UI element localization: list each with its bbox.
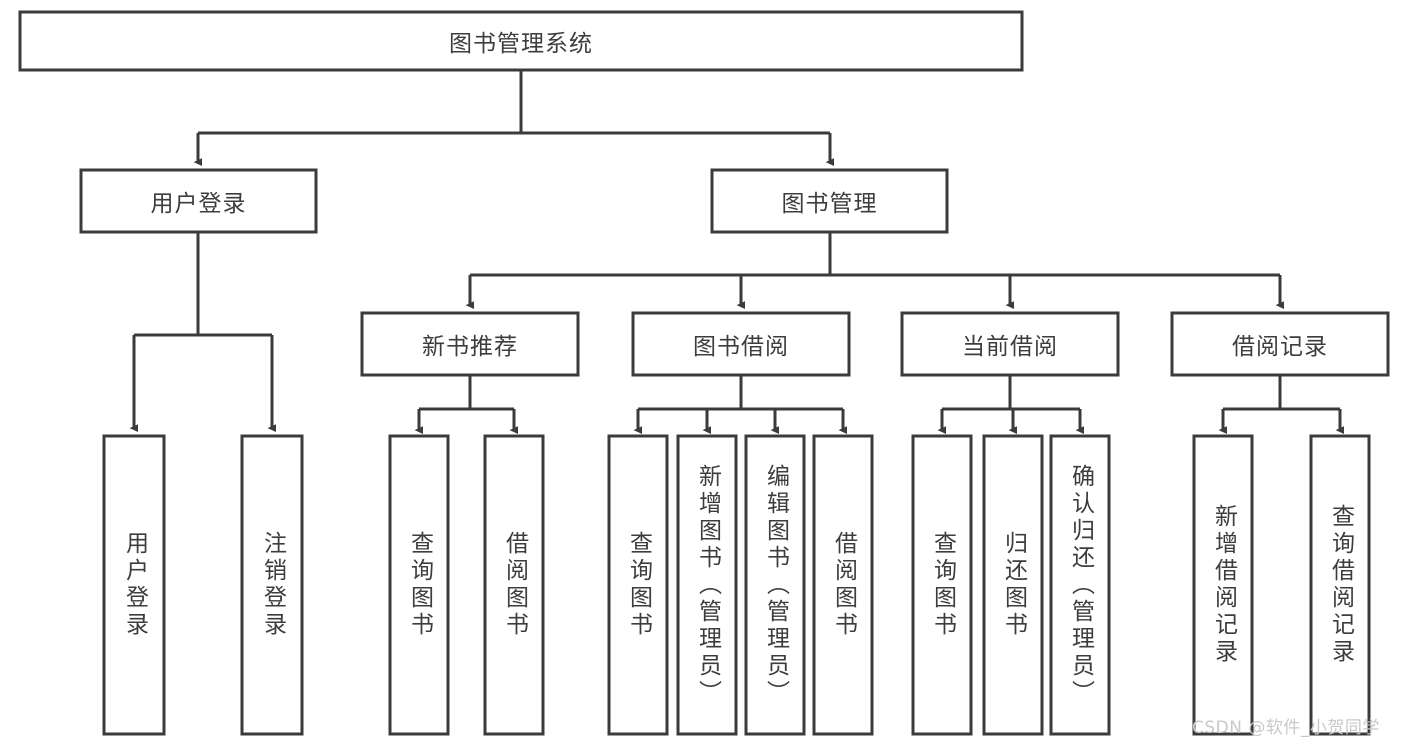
node-box-new-book-recommend[interactable] xyxy=(360,311,580,377)
node-box-root[interactable] xyxy=(18,10,1024,72)
node-box-leaf[interactable] xyxy=(1192,434,1254,736)
node-box-book-borrow[interactable] xyxy=(631,311,851,377)
node-box-leaf[interactable] xyxy=(240,434,304,736)
node-box-leaf[interactable] xyxy=(483,434,545,736)
node-box-leaf[interactable] xyxy=(982,434,1044,736)
node-box-borrow-record[interactable] xyxy=(1170,311,1390,377)
node-box-leaf[interactable] xyxy=(102,434,166,736)
node-box-leaf[interactable] xyxy=(676,434,738,736)
node-box-leaf[interactable] xyxy=(812,434,874,736)
node-box-leaf[interactable] xyxy=(1049,434,1111,736)
node-box-user-login[interactable] xyxy=(79,168,318,234)
watermark: CSDN @软件_小贺同学 xyxy=(1192,718,1380,738)
node-box-leaf[interactable] xyxy=(388,434,450,736)
node-box-current-borrow[interactable] xyxy=(900,311,1120,377)
node-box-book-manage[interactable] xyxy=(710,168,949,234)
node-box-leaf[interactable] xyxy=(911,434,973,736)
node-box-leaf[interactable] xyxy=(1309,434,1371,736)
node-box-leaf[interactable] xyxy=(607,434,669,736)
node-box-leaf[interactable] xyxy=(744,434,806,736)
